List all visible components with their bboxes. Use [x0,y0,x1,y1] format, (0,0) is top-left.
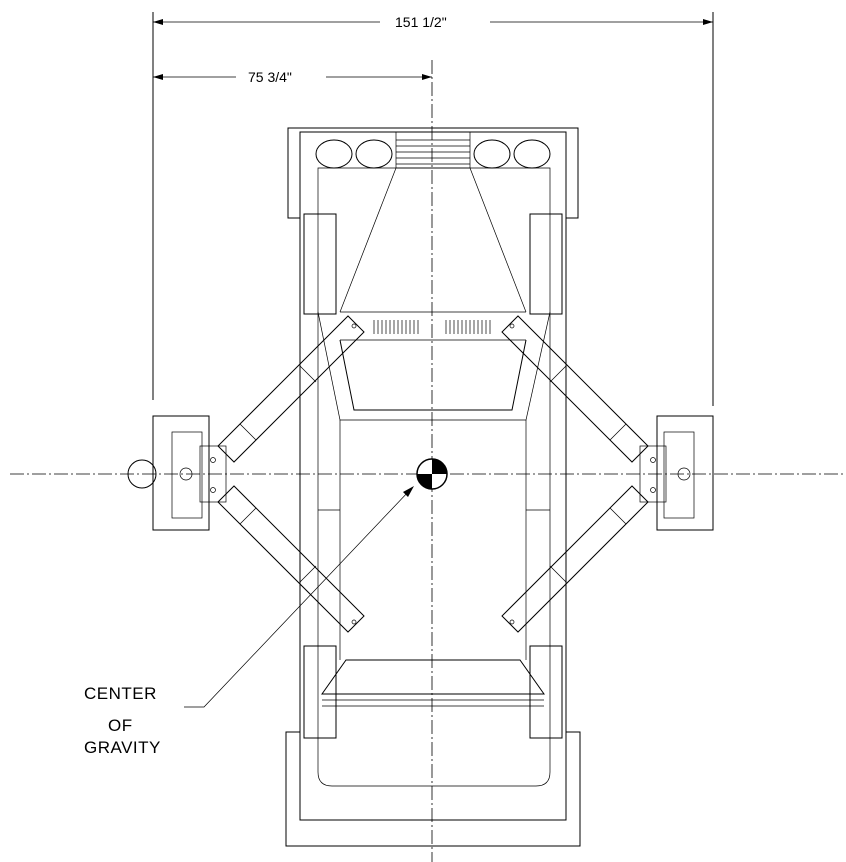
headlight-left-inner [355,139,393,169]
right-front-arm [501,315,649,463]
cog-label-line2: OF [108,716,133,735]
right-column [656,415,714,531]
front-bumper [287,127,579,219]
body-inner [317,167,551,787]
rear-right-wheel [529,645,563,739]
left-front-arm [217,315,365,463]
overall-dimension-label: 151 1/2" [395,14,447,30]
hood-line-left [339,167,397,313]
vehicle [285,127,581,847]
grille [395,131,471,169]
windshield [339,339,527,411]
headlight-left-outer [315,139,353,169]
half-dimension: 75 3/4" [153,69,432,85]
left-arm-pivot [199,445,227,503]
left-pin [179,467,193,481]
right-arm-pivot [639,445,667,503]
overall-dimension: 151 1/2" [153,14,713,30]
headlight-right-outer [513,139,551,169]
vent-right [445,320,491,334]
front-left-wheel [303,213,337,315]
center-of-gravity-icon [416,458,448,490]
right-pin [677,467,691,481]
half-dimension-label: 75 3/4" [248,69,292,85]
right-carriage [663,431,695,519]
cog-label-line1: CENTER [84,684,157,703]
right-lift-post [639,415,714,531]
cog-leader [184,486,414,708]
headlight-right-inner [473,139,511,169]
left-lift-post [127,415,227,531]
left-column [152,415,210,531]
left-power-unit [127,459,157,489]
left-rear-arm [217,485,365,633]
cog-label-line3: GRAVITY [84,738,161,757]
rear-left-wheel [303,645,337,739]
vent-left [373,320,419,334]
cowl-frame [317,311,551,421]
rear-bumper [285,731,581,847]
left-carriage [171,431,203,519]
rear-window [321,659,545,695]
front-right-wheel [529,213,563,315]
right-rear-arm [501,485,649,633]
hood-line-right [469,167,527,313]
